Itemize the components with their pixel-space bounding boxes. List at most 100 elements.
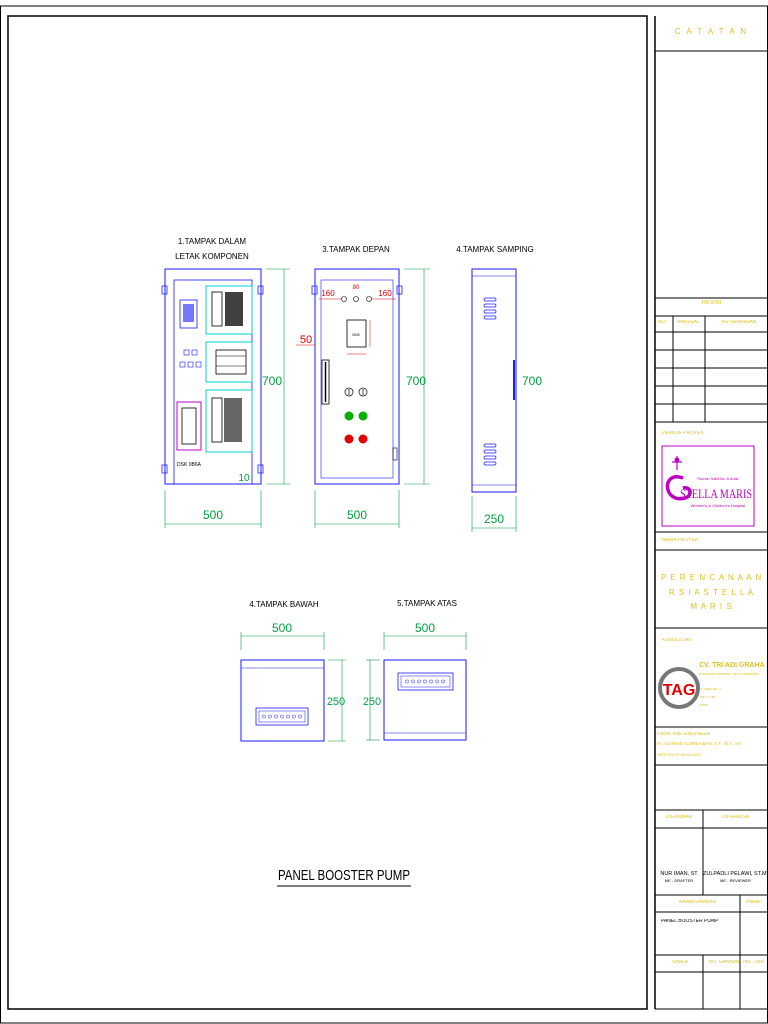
bottom-height-text: 250 <box>327 696 345 708</box>
top-cable-glands <box>405 679 445 684</box>
principal-sub: SERTIFIKAT KEAHLIAN <box>657 753 701 757</box>
front-lamp-red-2 <box>358 434 368 444</box>
nama-proyek-label: NAMA PROYEK <box>662 538 699 543</box>
inside-small-dim: 10 <box>238 473 250 484</box>
view-inside-label-1: 1.TAMPAK DALAM <box>178 237 247 246</box>
drawing-name: PANEL BOOSTER PUMP <box>661 919 719 924</box>
side-louver-bottom <box>483 443 497 466</box>
front-dim-left: 160 <box>321 289 335 298</box>
inside-terminals <box>179 349 202 368</box>
consultant-logo-text: TAG <box>663 682 696 699</box>
front-hole-3 <box>366 296 372 302</box>
front-dim-side: 50 <box>300 334 312 346</box>
top-panel <box>383 659 467 741</box>
view-front-label: 3.TAMPAK DEPAN <box>322 245 390 254</box>
front-dim-top: 80 <box>353 285 360 291</box>
revisi-heading: REVISI <box>701 300 722 306</box>
owner-logo-top: Rumah Sakit Ibu & Anak <box>697 477 738 481</box>
inside-rail-3 <box>205 389 253 453</box>
top-width-text: 500 <box>415 621 435 635</box>
inside-width-text: 500 <box>203 508 223 522</box>
catatan-heading: C A T A T A N <box>674 28 749 36</box>
side-louver-top <box>483 297 497 320</box>
front-hinges <box>311 285 403 295</box>
front-hole-1 <box>341 296 347 302</box>
drawing-frame <box>7 15 648 1010</box>
konsultan-label: KONSULTAN <box>662 638 692 643</box>
inside-breaker-1 <box>211 397 223 443</box>
paraf-label: PARAF <box>745 900 763 905</box>
consultant-logo-ring <box>658 667 700 709</box>
view-inside-label-2: LETAK KOMPONEN <box>175 252 249 261</box>
project-name-line-1: P E R E N C A N A A N <box>660 574 763 582</box>
no-gambar-label: NO. GAMBAR <box>709 960 739 965</box>
front-dim-right: 160 <box>378 289 392 298</box>
inside-hinges <box>161 285 264 474</box>
stella-maris-swirl-icon <box>665 475 692 501</box>
digambar-label: DIGAMBAR <box>665 815 693 820</box>
inside-relay-block <box>215 349 247 375</box>
principal-label: PRINCIPAL ENGINEER <box>657 732 711 737</box>
front-lamp-red-1 <box>344 434 354 444</box>
checker-sub: ME - REVIEWER <box>720 879 751 883</box>
inside-meter-display <box>183 304 194 322</box>
inside-main-breaker <box>181 407 197 445</box>
pemilik-label: PEMILIK PROYEK <box>662 431 704 436</box>
nama-gambar-label: NAMA GAMBAR <box>678 900 717 905</box>
checker-name: ZULPADLI PELAWI, ST.MT <box>703 871 768 877</box>
front-door-inner <box>320 279 394 479</box>
view-top-label: 5.TAMPAK ATAS <box>397 599 457 608</box>
front-handle <box>321 359 330 405</box>
top-gland-plate <box>397 672 454 691</box>
inside-meter <box>179 299 198 329</box>
view-side-label: 4.TAMPAK SAMPING <box>456 245 534 254</box>
diperiksa-label: DIPERIKSA <box>722 815 749 820</box>
consultant-name: CV. TRI ADI GRAHA <box>699 662 765 669</box>
view-inside: 1.TAMPAK DALAM LETAK KOMPONEN DSK 0B6A 5… <box>161 237 290 528</box>
revisi-col-tanggal: TANGGAL <box>676 320 700 325</box>
front-lamp-green-1 <box>344 411 354 421</box>
consultant-address-1: Konsultan Arsitektur, Sipil & Mekanikal <box>699 673 759 676</box>
owner-logo <box>665 456 692 501</box>
front-meter <box>346 319 367 348</box>
owner-logo-main: STELLA MARIS <box>680 486 752 501</box>
front-hole-2 <box>353 296 359 302</box>
view-bottom-label: 4.TAMPAK BAWAH <box>249 600 319 609</box>
consultant-address-4: Email <box>699 704 708 707</box>
bottom-panel <box>240 659 325 742</box>
principal-name: IR. ACHMAD KURNIAWAN, S.T., M.T., IAI <box>657 742 741 746</box>
owner-logo-sub: Women's & Children's Hospital <box>691 503 746 508</box>
project-name-line-3: M A R I S <box>690 603 733 611</box>
revisi-col-no: NO. <box>658 320 667 325</box>
side-panel <box>471 268 517 493</box>
view-bottom: 4.TAMPAK BAWAH 500 250 <box>240 600 346 742</box>
consultant-address-2: Jl. Raya No. 1 <box>699 688 721 691</box>
front-height-text: 700 <box>406 374 426 388</box>
drafter-name: NUR IMAN, ST <box>660 871 698 877</box>
bottom-gland-plate <box>255 707 309 726</box>
sheet-title: PANEL BOOSTER PUMP <box>278 867 410 884</box>
front-door <box>314 268 400 485</box>
drafter-sub: ME - DRAFTER <box>664 879 694 883</box>
inside-rail-2 <box>205 341 253 383</box>
project-name-line-2: R S I A S T E L L A <box>668 589 755 597</box>
front-selector-1 <box>344 387 354 397</box>
side-height-text: 700 <box>522 374 542 388</box>
front-width-text: 500 <box>347 508 367 522</box>
skala-label: SKALA <box>672 960 689 965</box>
revisi-col-keterangan: KETERANGAN <box>722 320 757 325</box>
bottom-width-text: 500 <box>272 621 292 635</box>
inside-breaker-2 <box>224 398 242 442</box>
inside-main-breaker-outline <box>176 401 202 451</box>
inside-height-text: 700 <box>262 374 282 388</box>
jml-lembar-label: JML. LBR <box>742 960 764 965</box>
front-lamp-green-2 <box>358 411 368 421</box>
side-width-text: 250 <box>484 512 504 526</box>
inside-contactor-1 <box>211 291 223 327</box>
title-block-grid <box>655 50 768 1010</box>
inside-contactor-2 <box>225 292 243 326</box>
top-height-text: 250 <box>363 696 381 708</box>
view-front: 3.TAMPAK DEPAN 160 160 80 50 DMI <box>296 245 430 528</box>
view-top: 5.TAMPAK ATAS 500 250 <box>363 599 467 741</box>
